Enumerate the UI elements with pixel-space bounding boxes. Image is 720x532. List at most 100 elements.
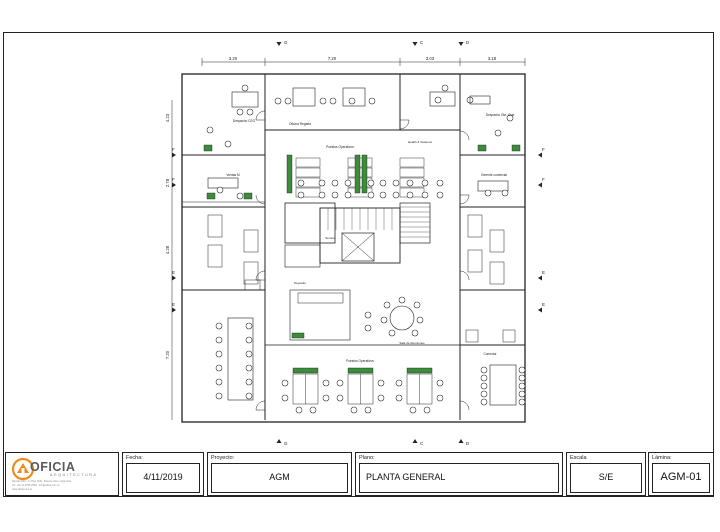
grid-label: F — [172, 147, 175, 152]
grid-label: F — [542, 147, 545, 152]
chair — [319, 97, 327, 105]
grid-marker — [412, 439, 418, 443]
chair — [423, 406, 431, 414]
chair — [406, 191, 414, 199]
chair — [367, 179, 375, 187]
escala-field — [570, 463, 642, 493]
chair — [331, 191, 339, 199]
lamina-value: AGM-01 — [660, 471, 702, 483]
grid-label: E — [542, 302, 545, 307]
logo-box — [5, 452, 119, 496]
chair — [215, 378, 223, 386]
chair — [297, 191, 305, 199]
chair — [480, 398, 488, 406]
door — [255, 400, 266, 411]
grid-marker — [276, 439, 282, 443]
chair — [245, 336, 253, 344]
fixture — [465, 329, 479, 343]
chair — [368, 97, 376, 105]
dimension-label: 2.78 — [165, 178, 170, 187]
chair — [216, 186, 224, 194]
plant — [354, 154, 361, 194]
room-label: Despacho Gte. Grat — [486, 113, 514, 117]
desk — [342, 87, 366, 107]
chair — [518, 366, 526, 374]
dimension-label: 4.23 — [165, 113, 170, 122]
door — [459, 130, 470, 141]
chair — [377, 394, 385, 402]
chair — [329, 97, 337, 105]
wall — [284, 244, 321, 268]
chair — [245, 392, 253, 400]
chair — [411, 329, 419, 337]
chair — [395, 379, 403, 387]
fixture — [502, 329, 516, 343]
chair — [245, 350, 253, 358]
chair — [318, 191, 326, 199]
chair — [406, 179, 414, 187]
chair — [484, 189, 492, 197]
chair — [413, 301, 421, 309]
fecha-value: 4/11/2019 — [143, 472, 183, 482]
grid-marker — [538, 275, 542, 281]
chair — [395, 394, 403, 402]
grid-label: D — [466, 441, 470, 446]
room-label: Puestos Operativos — [326, 145, 354, 149]
grid-marker — [538, 307, 542, 313]
chair — [383, 301, 391, 309]
proyecto-value: AGM — [269, 472, 290, 482]
chair — [436, 394, 444, 402]
fixture — [244, 279, 261, 291]
meeting-table — [389, 305, 415, 331]
toilet-stall — [467, 214, 483, 238]
chair — [480, 390, 488, 398]
chair — [409, 406, 417, 414]
chair — [284, 97, 292, 105]
grid-label: E — [172, 270, 175, 275]
logo-web: www.oficia.com.ar — [12, 488, 33, 491]
chair — [281, 379, 289, 387]
chair — [215, 322, 223, 330]
room-label: Sensor — [325, 236, 335, 240]
chair — [518, 374, 526, 382]
lamina-label: Lámina: — [652, 455, 672, 461]
door — [459, 400, 470, 411]
door — [459, 270, 470, 281]
chair — [480, 374, 488, 382]
plant — [347, 367, 374, 374]
chair — [518, 390, 526, 398]
building-outline — [181, 73, 526, 423]
desk — [469, 95, 491, 105]
room-label: Sala de Reuniones — [399, 341, 425, 345]
chair — [379, 191, 387, 199]
dimension-label: 7.20 — [165, 350, 170, 359]
toilet-stall — [467, 249, 483, 273]
dimension-label: 3.18 — [488, 56, 497, 61]
chair — [241, 84, 249, 92]
logo-name: OFICIA — [30, 460, 76, 474]
desk — [429, 91, 456, 107]
chair — [295, 406, 303, 414]
chair — [215, 392, 223, 400]
room-label: Despacho CEO — [233, 119, 256, 123]
chair — [379, 179, 387, 187]
plant — [292, 367, 319, 374]
chair — [367, 191, 375, 199]
chair — [297, 179, 305, 187]
grid-label: C — [420, 441, 424, 446]
dimension-label: 7.20 — [328, 56, 337, 61]
wall — [284, 202, 336, 244]
grid-marker — [172, 152, 176, 158]
room-label: Comedor — [483, 352, 497, 356]
toilet-stall — [243, 261, 259, 285]
toilet-stall — [207, 214, 223, 238]
wall — [297, 292, 344, 304]
grid-label: F — [172, 177, 175, 182]
grid-marker — [412, 42, 418, 46]
escala-label: Escala — [570, 455, 587, 461]
logo-phone: Tel: +54 11 4765 2548 · info@oficia.com.… — [12, 484, 60, 487]
chair — [215, 364, 223, 372]
chair — [236, 192, 244, 200]
